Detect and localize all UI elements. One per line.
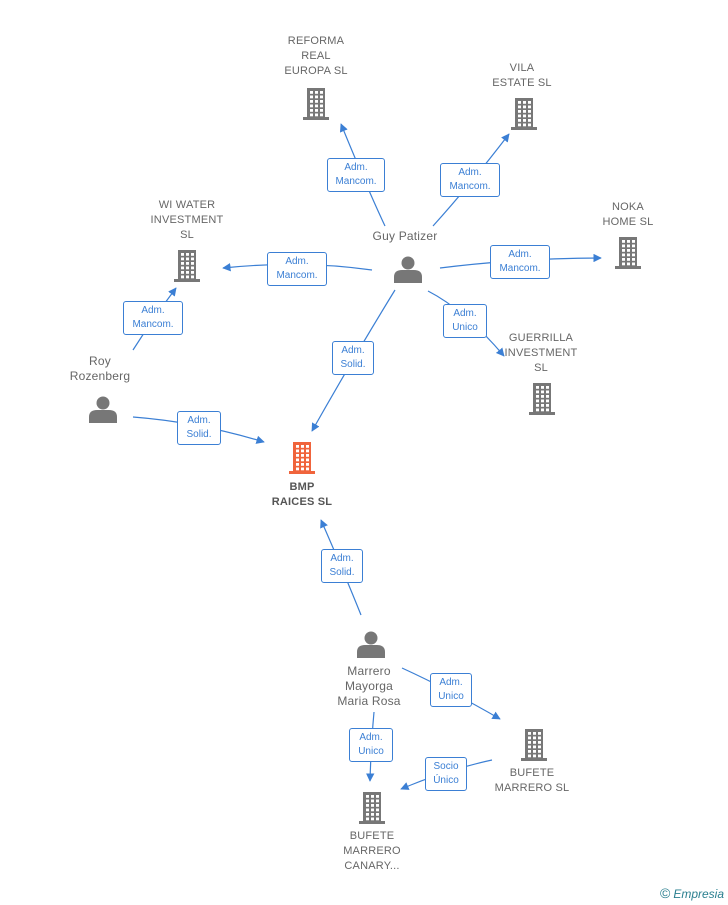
node-label-wiwater[interactable]: WI WATER INVESTMENT SL — [150, 199, 224, 241]
node-label-marrero[interactable]: Marrero Mayorga Maria Rosa — [337, 664, 401, 708]
node-label-vila[interactable]: VILA ESTATE SL — [492, 62, 552, 89]
person-icon[interactable] — [89, 396, 117, 424]
edge-label-guy-reforma[interactable]: Adm. Mancom. — [327, 158, 385, 192]
edge-label-guy-wiwater[interactable]: Adm. Mancom. — [267, 252, 327, 286]
person-icon[interactable] — [394, 256, 422, 284]
edge-label-bufete-bufetecanary[interactable]: Socio Único — [425, 757, 467, 791]
edge-label-guy-vila[interactable]: Adm. Mancom. — [440, 163, 500, 197]
node-label-guy[interactable]: Guy Patizer — [372, 229, 438, 243]
node-label-reforma[interactable]: REFORMA REAL EUROPA SL — [284, 35, 348, 77]
edge-label-marrero-bmp[interactable]: Adm. Solid. — [321, 549, 363, 583]
company-building-icon[interactable] — [174, 250, 200, 282]
focus-company-building-icon[interactable] — [289, 442, 315, 474]
edge-label-roy-wiwater[interactable]: Adm. Mancom. — [123, 301, 183, 335]
person-icon[interactable] — [357, 631, 385, 659]
copyright-icon: © — [659, 885, 671, 901]
company-building-icon[interactable] — [359, 792, 385, 824]
company-building-icon[interactable] — [303, 88, 329, 120]
company-building-icon[interactable] — [529, 383, 555, 415]
edge-label-guy-bmp[interactable]: Adm. Solid. — [332, 341, 374, 375]
node-label-roy[interactable]: Roy Rozenberg — [69, 354, 131, 383]
edge-label-roy-bmp[interactable]: Adm. Solid. — [177, 411, 221, 445]
node-label-guerrilla[interactable]: GUERRILLA INVESTMENT SL — [504, 332, 578, 374]
node-label-bufetecanary[interactable]: BUFETE MARRERO CANARY... — [343, 830, 401, 872]
edge-label-marrero-bufete[interactable]: Adm. Unico — [430, 673, 472, 707]
company-building-icon[interactable] — [511, 98, 537, 130]
brand-name: Empresia — [673, 887, 724, 901]
edge-label-marrero-bufetecanary[interactable]: Adm. Unico — [349, 728, 393, 762]
edge-label-guy-guerrilla[interactable]: Adm. Unico — [443, 304, 487, 338]
node-label-bmp[interactable]: BMP RAICES SL — [271, 481, 333, 508]
company-building-icon[interactable] — [521, 729, 547, 761]
edge-label-guy-noka[interactable]: Adm. Mancom. — [490, 245, 550, 279]
node-label-noka[interactable]: NOKA HOME SL — [602, 201, 654, 228]
brand-logo: ©Empresia — [660, 885, 724, 901]
node-label-bufete[interactable]: BUFETE MARRERO SL — [494, 767, 570, 794]
company-building-icon[interactable] — [615, 237, 641, 269]
